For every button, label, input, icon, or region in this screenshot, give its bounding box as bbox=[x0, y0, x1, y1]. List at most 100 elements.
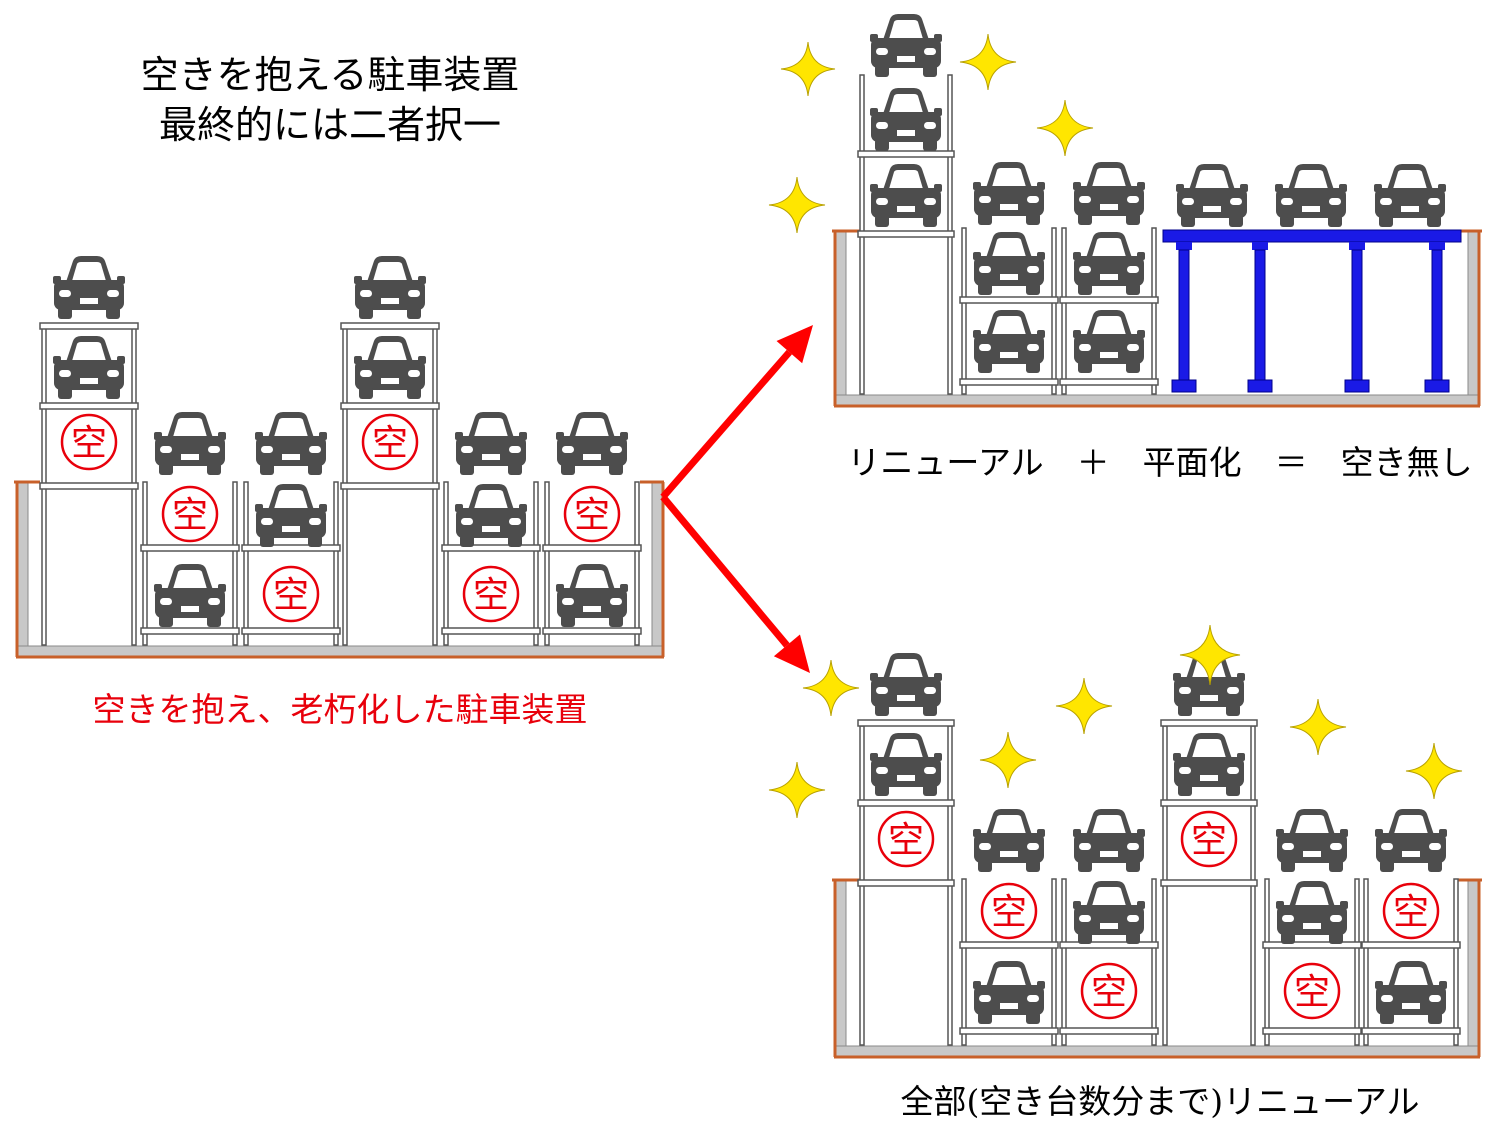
title-line-2: 最終的には二者択一 bbox=[158, 103, 501, 147]
car-icon bbox=[1374, 164, 1446, 227]
parking-unit-frame bbox=[1264, 878, 1360, 1046]
svg-text:空: 空 bbox=[574, 495, 610, 536]
car-icon bbox=[255, 412, 327, 475]
car-icon bbox=[1073, 162, 1145, 225]
left-caption: 空きを抱え、老朽化した駐車装置 bbox=[92, 690, 588, 729]
vacant-mark-icon: 空 bbox=[262, 565, 320, 623]
sparkle-icon bbox=[1289, 698, 1347, 756]
red-arrow bbox=[660, 325, 813, 500]
red-arrow bbox=[660, 494, 810, 673]
pallet bbox=[241, 544, 341, 552]
svg-text:空: 空 bbox=[1393, 892, 1429, 933]
car-icon bbox=[1275, 164, 1347, 227]
pallet bbox=[857, 799, 955, 807]
pallet bbox=[959, 1027, 1059, 1035]
parking-unit-frame bbox=[142, 481, 238, 646]
car-icon bbox=[1276, 809, 1348, 872]
pallet bbox=[1059, 941, 1159, 949]
parking-unit-frame bbox=[961, 227, 1057, 395]
parking-unit-frame bbox=[961, 878, 1057, 1046]
pallet bbox=[1262, 941, 1362, 949]
flat-deck bbox=[1162, 229, 1462, 393]
car-icon bbox=[973, 961, 1045, 1024]
pallet bbox=[1059, 1027, 1159, 1035]
car-icon bbox=[870, 14, 942, 77]
svg-text:空: 空 bbox=[273, 575, 309, 616]
sparkle-icon bbox=[1036, 99, 1094, 157]
vacant-mark-icon: 空 bbox=[1382, 882, 1440, 940]
car-icon bbox=[53, 336, 125, 399]
vacant-mark-icon: 空 bbox=[361, 413, 419, 471]
sparkle-icon bbox=[768, 176, 826, 234]
vacant-mark-icon: 空 bbox=[60, 413, 118, 471]
car-icon bbox=[354, 256, 426, 319]
sparkle-icon bbox=[959, 33, 1017, 91]
vacant-mark-icon: 空 bbox=[1283, 962, 1341, 1020]
pallet bbox=[39, 402, 139, 410]
vacant-mark-icon: 空 bbox=[877, 810, 935, 868]
pallet bbox=[1059, 378, 1159, 386]
pallet bbox=[39, 482, 139, 490]
pallet bbox=[1160, 879, 1258, 887]
parking-unit-frame bbox=[544, 481, 640, 646]
svg-text:空: 空 bbox=[1091, 972, 1127, 1013]
pallet bbox=[1262, 1027, 1362, 1035]
svg-text:空: 空 bbox=[1294, 972, 1330, 1013]
car-icon bbox=[1073, 232, 1145, 295]
pallet bbox=[340, 402, 440, 410]
top-right-caption: リニューアル ＋ 平面化 ＝ 空き無し bbox=[847, 443, 1473, 482]
car-icon bbox=[154, 412, 226, 475]
pallet bbox=[959, 378, 1059, 386]
car-icon bbox=[455, 412, 527, 475]
sparkle-icon bbox=[979, 731, 1037, 789]
parking-unit-frame bbox=[1061, 878, 1157, 1046]
vacant-mark-icon: 空 bbox=[563, 485, 621, 543]
car-icon bbox=[870, 733, 942, 796]
svg-text:空: 空 bbox=[172, 495, 208, 536]
sparkle-icon bbox=[1055, 677, 1113, 735]
car-icon bbox=[1375, 809, 1447, 872]
car-icon bbox=[1375, 961, 1447, 1024]
pit bbox=[833, 879, 1481, 1059]
vacant-mark-icon: 空 bbox=[980, 882, 1038, 940]
car-icon bbox=[870, 164, 942, 227]
car-icon bbox=[973, 310, 1045, 373]
car-icon bbox=[1073, 881, 1145, 944]
svg-text:空: 空 bbox=[473, 575, 509, 616]
pallet bbox=[542, 544, 642, 552]
parking-unit-frame bbox=[1061, 227, 1157, 395]
sparkle-icon bbox=[802, 659, 860, 717]
pallet bbox=[542, 627, 642, 635]
car-icon bbox=[1276, 881, 1348, 944]
pallet bbox=[959, 941, 1059, 949]
pallet bbox=[441, 544, 541, 552]
car-icon bbox=[973, 809, 1045, 872]
parking-unit-frame bbox=[443, 481, 539, 646]
car-icon bbox=[870, 653, 942, 716]
pallet bbox=[1059, 296, 1159, 304]
svg-text:空: 空 bbox=[71, 423, 107, 464]
sparkle-icon bbox=[1405, 742, 1463, 800]
car-icon bbox=[973, 232, 1045, 295]
pallet bbox=[857, 719, 955, 727]
pallet bbox=[241, 627, 341, 635]
vacant-mark-icon: 空 bbox=[462, 565, 520, 623]
vacant-mark-icon: 空 bbox=[1180, 810, 1238, 868]
sparkle-icon bbox=[768, 761, 826, 819]
car-icon bbox=[1073, 809, 1145, 872]
car-icon bbox=[973, 162, 1045, 225]
car-icon bbox=[455, 484, 527, 547]
pallet bbox=[340, 482, 440, 490]
pallet bbox=[1160, 719, 1258, 727]
svg-text:空: 空 bbox=[1191, 820, 1227, 861]
vacant-mark-icon: 空 bbox=[1080, 962, 1138, 1020]
pallet bbox=[340, 322, 440, 330]
svg-text:空: 空 bbox=[372, 423, 408, 464]
sparkle-icon bbox=[780, 41, 836, 97]
pallet bbox=[857, 879, 955, 887]
vacant-mark-icon: 空 bbox=[161, 485, 219, 543]
car-icon bbox=[1073, 310, 1145, 373]
pallet bbox=[857, 230, 955, 238]
